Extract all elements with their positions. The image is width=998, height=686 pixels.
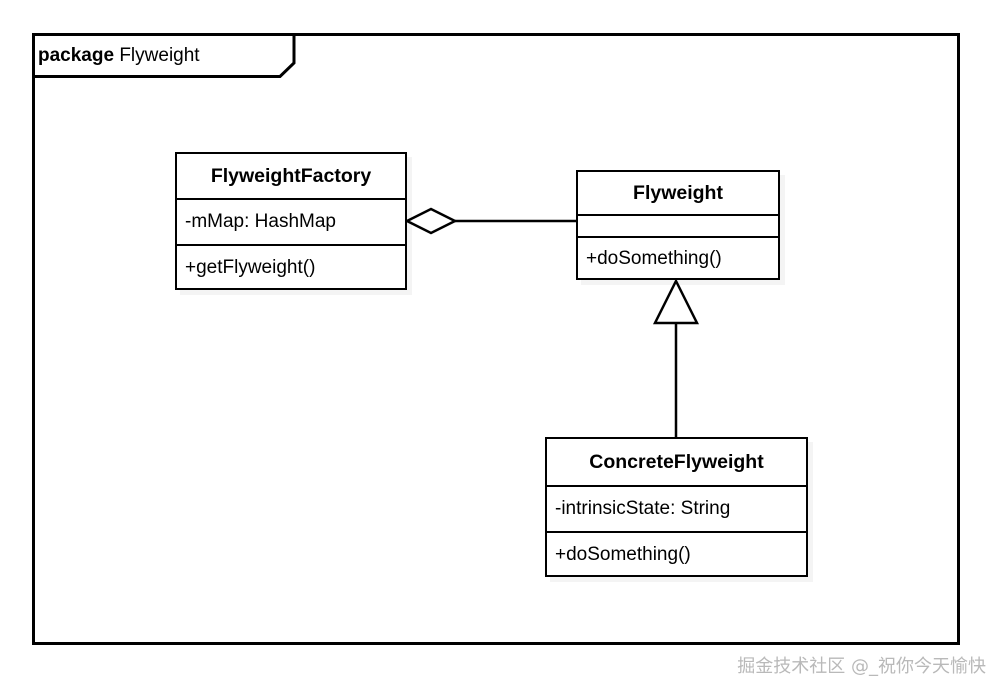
class-method: +doSomething(): [547, 531, 806, 577]
class-box-flyweight[interactable]: Flyweight +doSomething(): [576, 170, 780, 280]
class-box-concreteflyweight[interactable]: ConcreteFlyweight -intrinsicState: Strin…: [545, 437, 808, 577]
class-method: +doSomething(): [578, 236, 778, 280]
class-attribute: -mMap: HashMap: [177, 198, 405, 244]
class-box-flyweightfactory[interactable]: FlyweightFactory -mMap: HashMap +getFlyw…: [175, 152, 407, 290]
package-tab: package Flyweight: [32, 33, 302, 78]
class-method: +getFlyweight(): [177, 244, 405, 290]
package-keyword: package: [38, 45, 115, 66]
class-name-flyweight: Flyweight: [633, 181, 723, 204]
package-name: Flyweight: [119, 45, 200, 66]
class-name-concreteflyweight: ConcreteFlyweight: [589, 450, 764, 473]
package-tab-shape: [32, 33, 296, 78]
class-attribute: [578, 214, 778, 236]
package-tab-label: package Flyweight: [38, 41, 288, 71]
watermark: 掘金技术社区 @_祝你今天愉快: [737, 656, 986, 677]
class-attribute: -intrinsicState: String: [547, 485, 806, 531]
class-name-flyweightfactory: FlyweightFactory: [210, 164, 372, 187]
package-frame: [32, 33, 960, 645]
